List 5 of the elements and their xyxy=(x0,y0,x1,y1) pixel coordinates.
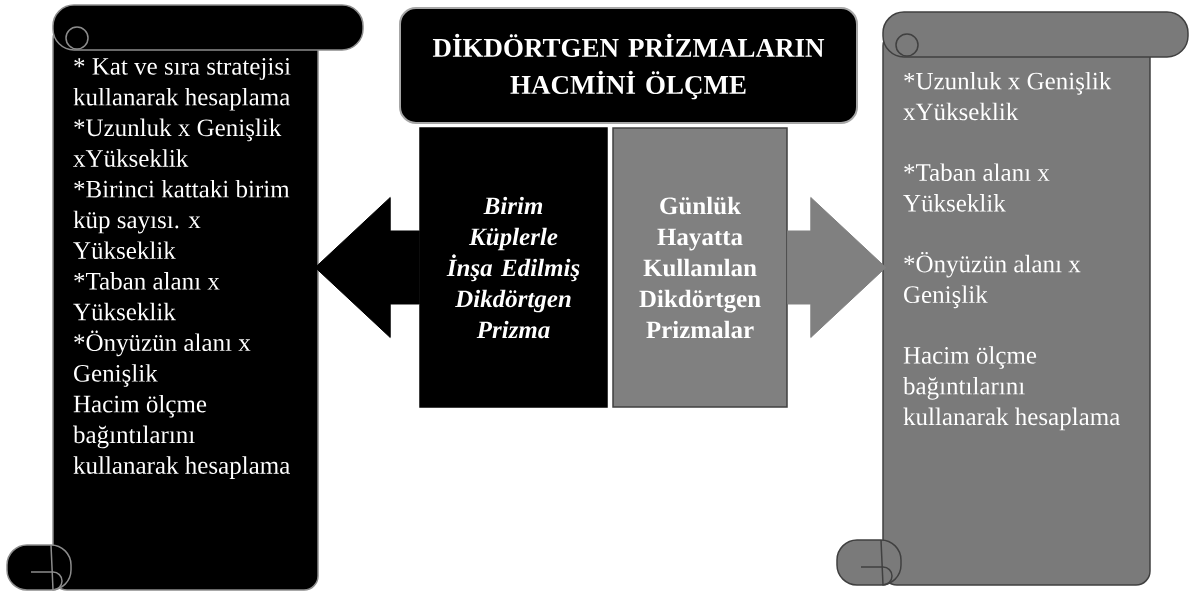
block-arrow xyxy=(787,197,887,338)
title-box: DİKDÖRTGEN PRİZMALARIN HACMİNİ ÖLÇME xyxy=(399,7,858,124)
text-block: Birim Küplerle İnşa Edilmiş Dikdörtgen Prizma xyxy=(419,127,608,408)
text-block: Günlük Hayatta Kullanılan Dikdörtgen Prizmalar xyxy=(612,127,788,408)
block-arrow xyxy=(314,197,420,338)
